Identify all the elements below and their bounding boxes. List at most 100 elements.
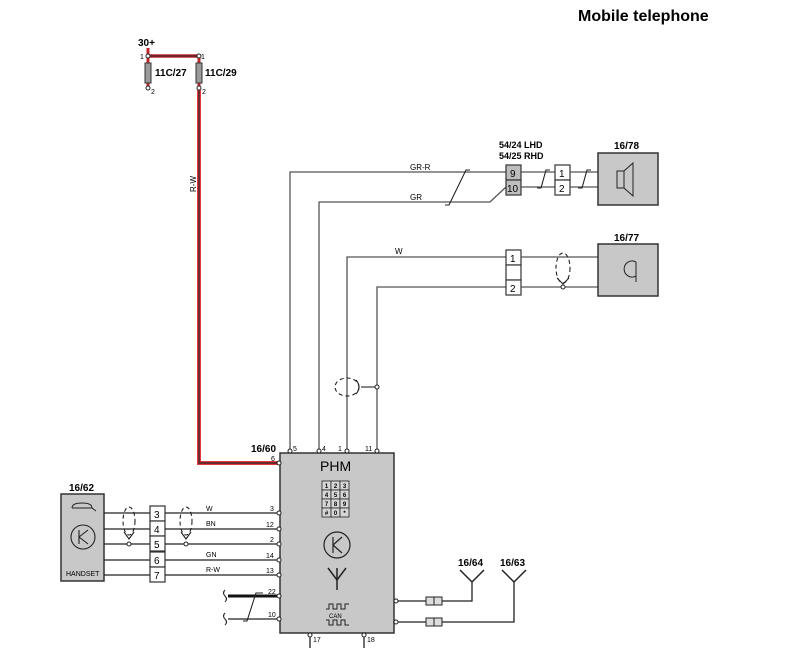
- svg-text:1: 1: [201, 54, 205, 61]
- antenna-16-63[interactable]: 16/63: [500, 558, 527, 584]
- svg-text:4: 4: [154, 525, 160, 536]
- wire-break-mark: [537, 169, 550, 189]
- wire-gr[interactable]: [318, 186, 507, 449]
- pin-12[interactable]: [276, 526, 282, 532]
- fuse-11c29[interactable]: 1 2 11C/29: [195, 53, 237, 96]
- svg-text:2: 2: [559, 184, 565, 195]
- wire-w-mic[interactable]: [346, 256, 506, 449]
- svg-text:2: 2: [151, 89, 155, 96]
- fuse-body: [195, 62, 203, 84]
- pin-4[interactable]: [316, 448, 322, 454]
- antenna-ref: 16/63: [500, 558, 525, 569]
- microphone-icon: [623, 260, 637, 282]
- pin-17[interactable]: [307, 632, 313, 638]
- svg-text:6: 6: [154, 556, 160, 567]
- speaker-icon: [616, 161, 634, 198]
- svg-text:5: 5: [293, 446, 297, 453]
- microphone-component[interactable]: [597, 243, 659, 297]
- handset-connector[interactable]: 3 4 5 6 7: [149, 505, 166, 583]
- pin-22[interactable]: [276, 593, 282, 599]
- pin-1[interactable]: [344, 448, 350, 454]
- keypad-key-label: 9: [343, 502, 347, 508]
- wire-mic-2[interactable]: [376, 286, 506, 449]
- fuse-label: 11C/29: [205, 68, 237, 79]
- connector-ref-lhd: 54/24 LHD: [499, 140, 543, 150]
- shield-icon: [555, 252, 571, 284]
- keypad-key-label: 2: [334, 484, 338, 490]
- handset-name: HANDSET: [66, 571, 100, 578]
- diagram-title: Mobile telephone: [578, 8, 709, 25]
- speaker-ref: 16/78: [614, 141, 639, 152]
- pin-5[interactable]: [287, 448, 293, 454]
- speaker-component[interactable]: [597, 152, 659, 206]
- keypad-key: [339, 507, 350, 518]
- can-bus-wires: 22 10: [222, 589, 282, 626]
- speaker-circuit: GR-R GR 54/24 LHD 54/25 RHD 9 10 1 2 16/…: [289, 140, 659, 449]
- transistor-icon: [70, 524, 96, 550]
- handset-component[interactable]: [60, 493, 105, 582]
- wire-gr-r[interactable]: [289, 171, 506, 449]
- can-label: CAN: [329, 614, 342, 620]
- antenna-16-64[interactable]: 16/64: [458, 558, 485, 584]
- svg-text:7: 7: [154, 571, 160, 582]
- pin-3[interactable]: [276, 510, 282, 516]
- wire-label-gr: GR: [410, 193, 422, 202]
- svg-text:BN: BN: [206, 521, 216, 528]
- svg-text:22: 22: [268, 589, 276, 596]
- fuse-label: 11C/27: [155, 68, 187, 79]
- svg-text:14: 14: [266, 553, 274, 560]
- power-supply: 30+ 1 2 11C/27 1 2 11C/29 R-W: [138, 38, 279, 465]
- svg-text:10: 10: [268, 612, 276, 619]
- antenna-ref: 16/64: [458, 558, 483, 569]
- handset-circuit: 16/62 HANDSET 3 4 5: [60, 483, 282, 583]
- keypad-key-label: 6: [343, 493, 347, 499]
- antenna-circuit: 16/64 16/63: [393, 558, 527, 627]
- svg-text:17: 17: [313, 637, 321, 644]
- handset-ref: 16/62: [69, 483, 94, 494]
- antenna-icon: [459, 569, 485, 584]
- fuse-11c27[interactable]: 1 2 11C/27: [140, 53, 187, 96]
- shield-icon: [122, 506, 136, 536]
- wire-r-w-supply[interactable]: [197, 90, 279, 465]
- antenna-icon: [501, 569, 527, 584]
- coax-connector-icon: [425, 617, 443, 627]
- keypad-key-label: 8: [334, 502, 338, 508]
- keypad-key-label: 3: [343, 484, 347, 490]
- svg-text:11: 11: [365, 446, 372, 453]
- svg-text:2: 2: [202, 89, 206, 96]
- supply-label: 30+: [138, 38, 155, 49]
- pin-14[interactable]: [276, 557, 282, 563]
- pin-10[interactable]: [276, 616, 282, 622]
- svg-text:W: W: [206, 506, 213, 513]
- keypad-key-label: *: [343, 511, 346, 517]
- mic-ref: 16/77: [614, 233, 639, 244]
- microphone-circuit: W 1 2 16/77: [334, 233, 659, 449]
- pin-18[interactable]: [361, 632, 367, 638]
- wire-label-w: W: [395, 247, 403, 256]
- pin-11[interactable]: [374, 448, 380, 454]
- pin-6[interactable]: [276, 460, 282, 466]
- svg-text:4: 4: [322, 446, 326, 453]
- pin-2[interactable]: [276, 541, 282, 547]
- svg-text:2: 2: [510, 284, 516, 295]
- keypad-key-label: 0: [334, 511, 338, 517]
- transistor-icon: [323, 531, 351, 559]
- wire-break-mark: [445, 169, 470, 206]
- svg-text:3: 3: [154, 510, 160, 521]
- svg-text:18: 18: [367, 637, 375, 644]
- keypad-key-label: #: [325, 511, 329, 517]
- wire-continuation-icon: [222, 589, 228, 603]
- wire-antenna-16-63[interactable]: [396, 582, 515, 623]
- svg-text:GN: GN: [206, 552, 217, 559]
- pin-13[interactable]: [276, 572, 282, 578]
- svg-text:9: 9: [510, 169, 516, 180]
- svg-text:12: 12: [266, 522, 274, 529]
- svg-text:1: 1: [559, 169, 565, 180]
- svg-text:R-W: R-W: [206, 567, 220, 574]
- wire-antenna-16-64[interactable]: [396, 582, 473, 602]
- phm-name: PHM: [320, 458, 351, 474]
- wire-continuation-icon: [222, 612, 228, 626]
- wire-break-mark: [243, 592, 263, 622]
- keypad-key-label: 7: [325, 502, 329, 508]
- keypad-key-label: 5: [334, 493, 338, 499]
